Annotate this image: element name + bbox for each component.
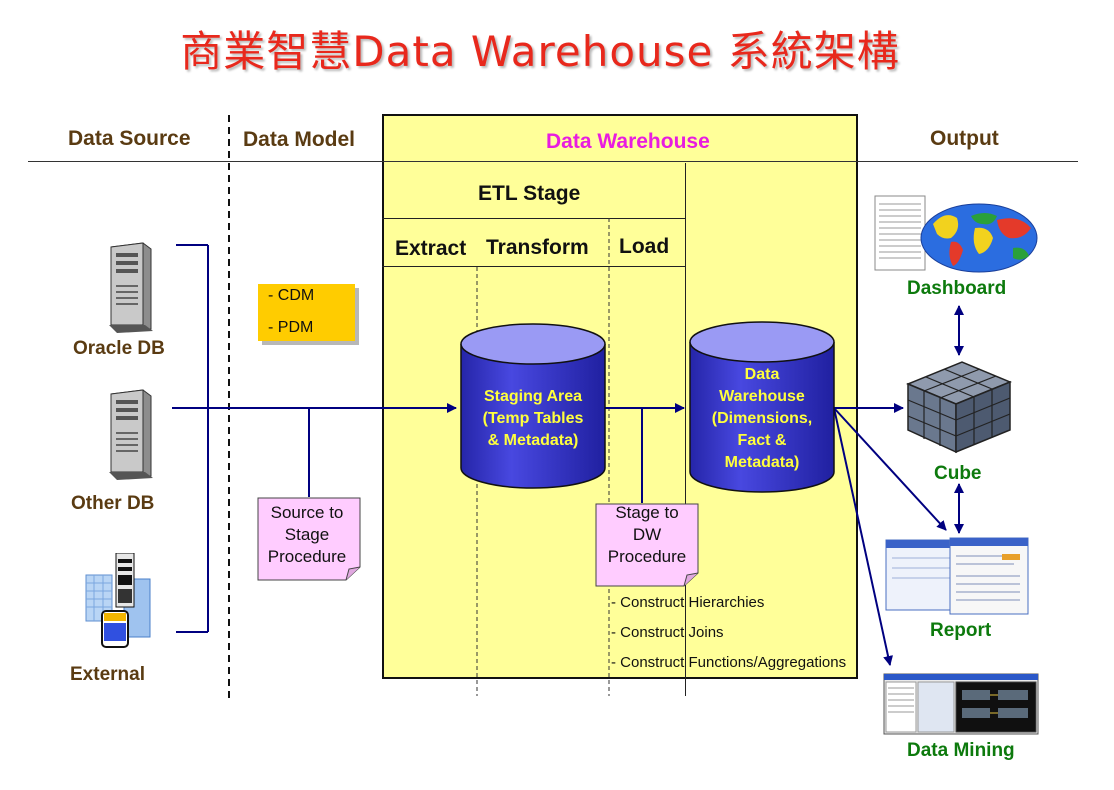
output-label-report: Report — [930, 620, 992, 641]
dashboard-icon — [874, 195, 1038, 273]
construct-hierarchies: - Construct Hierarchies — [611, 594, 765, 611]
construct-functions-aggregations: - Construct Functions/Aggregations — [611, 654, 847, 671]
load-label: Load — [619, 235, 670, 258]
source-label-other-db: Other DB — [71, 493, 155, 514]
report-icon — [885, 537, 1029, 615]
etl-stage-title: ETL Stage — [478, 182, 581, 205]
stage-to-dw-note-shape — [595, 503, 699, 587]
page-title: 商業智慧Data Warehouse 系統架構 — [180, 27, 900, 76]
external-source-icon — [85, 553, 151, 648]
model-item-pdm: - PDM — [268, 319, 314, 336]
column-header-data-warehouse: Data Warehouse — [546, 130, 710, 153]
stage-to-dw-note: Stage to DW Procedure — [607, 503, 687, 566]
column-header-data-model: Data Model — [243, 128, 356, 151]
flow-warehouse-to-report — [833, 407, 947, 531]
column-header-output: Output — [930, 127, 999, 150]
flow-warehouse-to-data-mining — [833, 407, 893, 666]
etl-right-border — [685, 163, 686, 696]
source-to-stage-note-shape — [257, 497, 361, 581]
construct-joins: - Construct Joins — [611, 624, 724, 641]
etl-title-divider — [382, 218, 686, 219]
output-label-cube: Cube — [934, 463, 982, 484]
source-to-stage-note: Source to Stage Procedure — [267, 503, 347, 566]
staging-area-label: Staging Area (Temp Tables & Metadata) — [482, 388, 584, 449]
model-item-cdm: - CDM — [268, 287, 315, 304]
output-label-dashboard: Dashboard — [907, 278, 1007, 299]
data-warehouse-cylinder — [689, 321, 835, 493]
oracle-db-server-icon — [109, 242, 153, 333]
cube-icon — [906, 361, 1012, 454]
data-warehouse-label: Data Warehouse (Dimensions, Fact & Metad… — [711, 366, 813, 471]
extract-label: Extract — [395, 237, 467, 260]
data-mining-icon — [883, 673, 1039, 735]
output-label-data-mining: Data Mining — [907, 740, 1015, 761]
other-db-server-icon — [109, 389, 153, 480]
etl-subheader-divider — [382, 266, 686, 267]
source-label-external: External — [70, 664, 145, 685]
header-divider — [28, 161, 1078, 162]
source-label-oracle-db: Oracle DB — [73, 338, 165, 359]
column-header-data-source: Data Source — [68, 127, 191, 150]
staging-area-cylinder — [460, 323, 606, 489]
data-model-box: - CDM - PDM — [258, 284, 355, 341]
transform-label: Transform — [486, 236, 589, 259]
